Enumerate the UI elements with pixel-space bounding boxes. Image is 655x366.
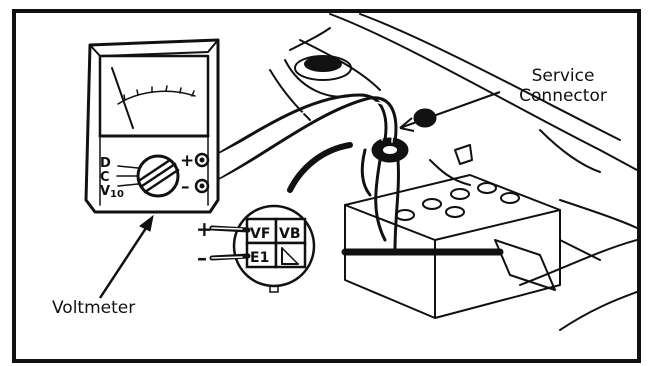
engine-bay bbox=[269, 13, 638, 331]
figure-border bbox=[12, 9, 641, 363]
meter-range-v: V bbox=[100, 184, 110, 199]
terminal-vf-label: VF bbox=[250, 226, 270, 242]
test-leads bbox=[206, 93, 398, 193]
terminal-e1-label: E1 bbox=[250, 250, 269, 266]
meter-range-d: D bbox=[100, 156, 111, 171]
inset-minus-sign: – bbox=[197, 246, 207, 270]
service-connector-label-line2: Connector bbox=[519, 86, 607, 106]
meter-range-10: 10 bbox=[110, 189, 124, 200]
voltmeter-leader bbox=[98, 214, 154, 299]
meter-range-c: C bbox=[100, 170, 110, 185]
connector-inset bbox=[209, 204, 316, 293]
voltmeter-label: Voltmeter bbox=[52, 298, 136, 318]
voltmeter bbox=[84, 38, 220, 214]
meter-minus-sign: – bbox=[181, 177, 190, 197]
service-connector-label-line1: Service bbox=[531, 66, 595, 86]
service-connector bbox=[360, 108, 437, 252]
inset-plus-sign: + bbox=[196, 217, 213, 241]
service-connector-label: Service Connector bbox=[498, 66, 628, 106]
service-connector-leader bbox=[399, 91, 501, 132]
meter-plus-sign: + bbox=[180, 151, 194, 171]
terminal-vb-label: VB bbox=[279, 226, 301, 242]
